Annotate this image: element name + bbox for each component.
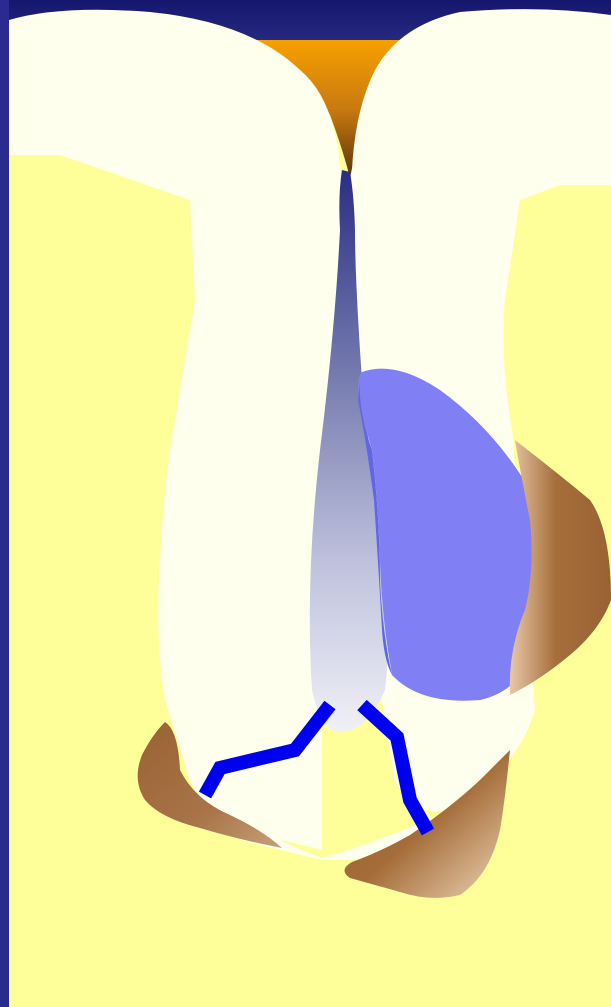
- dental-diagram: [0, 0, 611, 1007]
- diagram-canvas: [0, 0, 611, 1007]
